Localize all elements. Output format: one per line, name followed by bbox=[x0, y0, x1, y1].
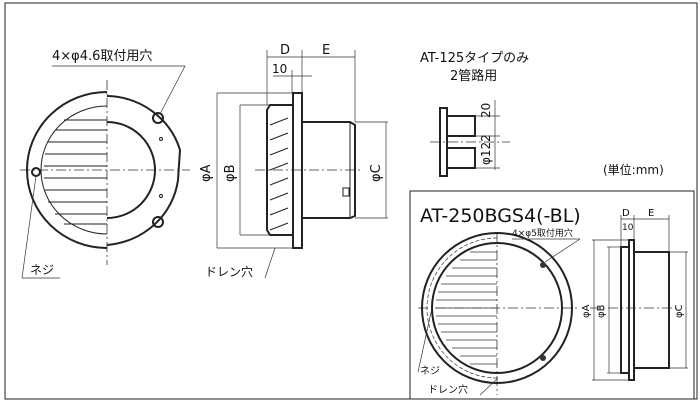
unit-label: (単位:mm) bbox=[603, 162, 664, 177]
mounting-hole-icon bbox=[540, 355, 546, 361]
screw-icon bbox=[31, 167, 41, 177]
dim-c-label: φC bbox=[369, 164, 384, 182]
mounting-hole-label: 4×φ4.6取付用穴 bbox=[52, 49, 152, 64]
front-view bbox=[20, 65, 190, 279]
mounting-hole-icon bbox=[540, 262, 546, 268]
inset-dim-d-label: D bbox=[622, 208, 630, 219]
at125-note-line2: 2管路用 bbox=[450, 68, 497, 84]
inset-dim-a-label: φA bbox=[581, 304, 592, 318]
at125-side-view bbox=[430, 100, 510, 177]
dim-e-label: E bbox=[322, 43, 330, 58]
drain-label: ドレン穴 bbox=[205, 264, 253, 279]
inset-drain-label: ドレン穴 bbox=[428, 383, 468, 396]
inset-box bbox=[409, 190, 695, 400]
inset-dim-e-label: E bbox=[648, 208, 654, 219]
dim-122-label: φ122 bbox=[479, 134, 493, 165]
dim-10-label: 10 bbox=[272, 62, 287, 76]
dim-20-label: 20 bbox=[479, 103, 493, 118]
screw-label: ネジ bbox=[30, 263, 54, 277]
inset-side-view bbox=[590, 215, 688, 381]
inset-title: AT-250BGS4(-BL) bbox=[420, 205, 581, 227]
drawing-border bbox=[4, 2, 698, 400]
dim-d-label: D bbox=[280, 43, 290, 58]
inset-dim-b-label: φB bbox=[596, 304, 607, 318]
at125-note-line1: AT-125タイプのみ bbox=[420, 51, 529, 66]
mounting-hole-icon bbox=[152, 112, 164, 124]
side-view bbox=[216, 50, 388, 279]
dim-b-label: φB bbox=[223, 165, 238, 183]
inset-dim-c-label: φC bbox=[674, 304, 685, 318]
inset-mounting-hole-label: 4×φ5取付用穴 bbox=[512, 227, 573, 239]
inset-dim-10-label: 10 bbox=[622, 223, 634, 233]
inset-screw-label: ネジ bbox=[420, 365, 440, 377]
dim-a-label: φA bbox=[199, 164, 214, 182]
mounting-hole-icon bbox=[152, 216, 164, 228]
inset-front-view bbox=[417, 232, 581, 396]
